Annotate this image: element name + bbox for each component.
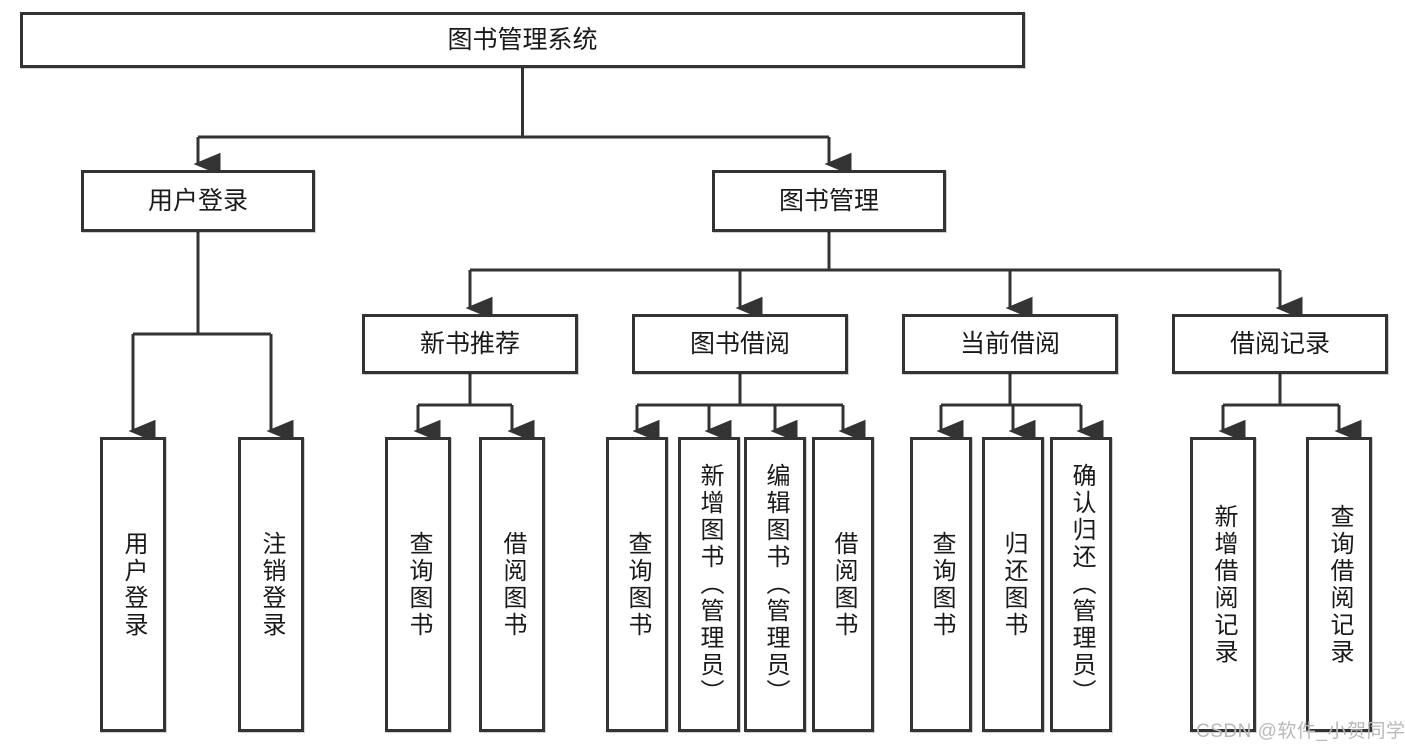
leaf-node-label: 新增图书（管理员） <box>696 463 723 706</box>
leaf-node-label: 查询图书 <box>624 530 651 639</box>
node-book-management-label: 图书管理 <box>778 187 879 215</box>
node-user-login[interactable]: 用户登录 <box>81 170 315 232</box>
leaf-node[interactable]: 查询图书 <box>385 437 451 732</box>
leaf-node[interactable]: 查询借阅记录 <box>1306 437 1372 732</box>
leaf-node[interactable]: 借阅图书 <box>479 437 545 732</box>
node-root-label: 图书管理系统 <box>447 26 598 54</box>
leaf-node-label: 编辑图书（管理员） <box>762 463 789 706</box>
leaf-node[interactable]: 归还图书 <box>982 437 1044 732</box>
leaf-node-label: 归还图书 <box>1000 530 1027 639</box>
leaf-node-label: 新增借阅记录 <box>1210 503 1237 666</box>
node-borrow-records-label: 借阅记录 <box>1229 330 1330 358</box>
leaf-node-label: 查询图书 <box>405 530 432 639</box>
leaf-node[interactable]: 用户登录 <box>100 437 166 732</box>
leaf-node-label: 借阅图书 <box>830 530 857 639</box>
leaf-node[interactable]: 借阅图书 <box>812 437 874 732</box>
leaf-node[interactable]: 编辑图书（管理员） <box>744 437 806 732</box>
node-root[interactable]: 图书管理系统 <box>20 12 1025 68</box>
leaf-node[interactable]: 查询图书 <box>606 437 668 732</box>
node-current-borrow[interactable]: 当前借阅 <box>902 314 1118 374</box>
leaf-node[interactable]: 新增图书（管理员） <box>678 437 740 732</box>
node-user-login-label: 用户登录 <box>147 187 248 215</box>
leaf-node[interactable]: 确认归还（管理员） <box>1050 437 1112 732</box>
node-new-book-recommend-label: 新书推荐 <box>419 330 520 358</box>
leaf-node[interactable]: 注销登录 <box>238 437 304 732</box>
leaf-node-label: 查询借阅记录 <box>1326 503 1353 666</box>
node-borrow-records[interactable]: 借阅记录 <box>1172 314 1388 374</box>
leaf-node[interactable]: 新增借阅记录 <box>1190 437 1256 732</box>
node-book-management[interactable]: 图书管理 <box>712 170 946 232</box>
leaf-node-label: 用户登录 <box>120 530 147 639</box>
node-book-borrow-label: 图书借阅 <box>689 330 790 358</box>
node-book-borrow[interactable]: 图书借阅 <box>632 314 848 374</box>
leaf-node-label: 借阅图书 <box>499 530 526 639</box>
leaf-node[interactable]: 查询图书 <box>910 437 972 732</box>
watermark: CSDN @软件_小贺同学 <box>1196 721 1405 742</box>
leaf-node-label: 确认归还（管理员） <box>1068 463 1095 706</box>
leaf-node-label: 查询图书 <box>928 530 955 639</box>
node-current-borrow-label: 当前借阅 <box>959 330 1060 358</box>
node-new-book-recommend[interactable]: 新书推荐 <box>362 314 578 374</box>
leaf-node-label: 注销登录 <box>258 530 285 639</box>
